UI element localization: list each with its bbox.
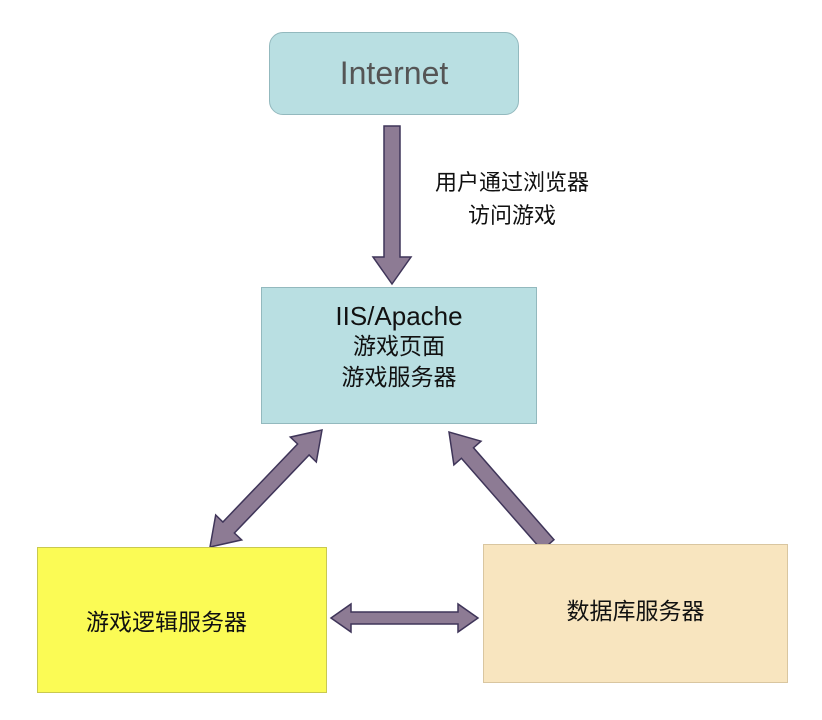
edge-label-line-2: 访问游戏 (467, 204, 556, 229)
arrow-logic-db (329, 602, 480, 634)
arrow-web-logic (209, 429, 323, 548)
internet-node: Internet (269, 32, 519, 115)
web-server-label-line-3: 游戏服务器 (341, 365, 457, 391)
internet-to-web-edge-label: 用户通过浏览器 访问游戏 (402, 167, 622, 233)
web-server-label-line-2: 游戏页面 (353, 334, 445, 360)
db-server-node-label: 数据库服务器 (566, 598, 705, 625)
logic-server-node-label: 游戏逻辑服务器 (86, 610, 247, 636)
web-server-node: IIS/Apache 游戏页面 游戏服务器 (261, 287, 537, 424)
arrow-db-to-web (448, 430, 556, 552)
edge-label-line-1: 用户通过浏览器 (434, 171, 589, 196)
internet-node-label: Internet (339, 55, 449, 91)
arrow-internet-to-web (371, 125, 413, 286)
web-server-label-line-1: IIS/Apache (335, 301, 463, 331)
db-server-node: 数据库服务器 (483, 544, 788, 683)
logic-server-node: 游戏逻辑服务器 (37, 547, 327, 693)
